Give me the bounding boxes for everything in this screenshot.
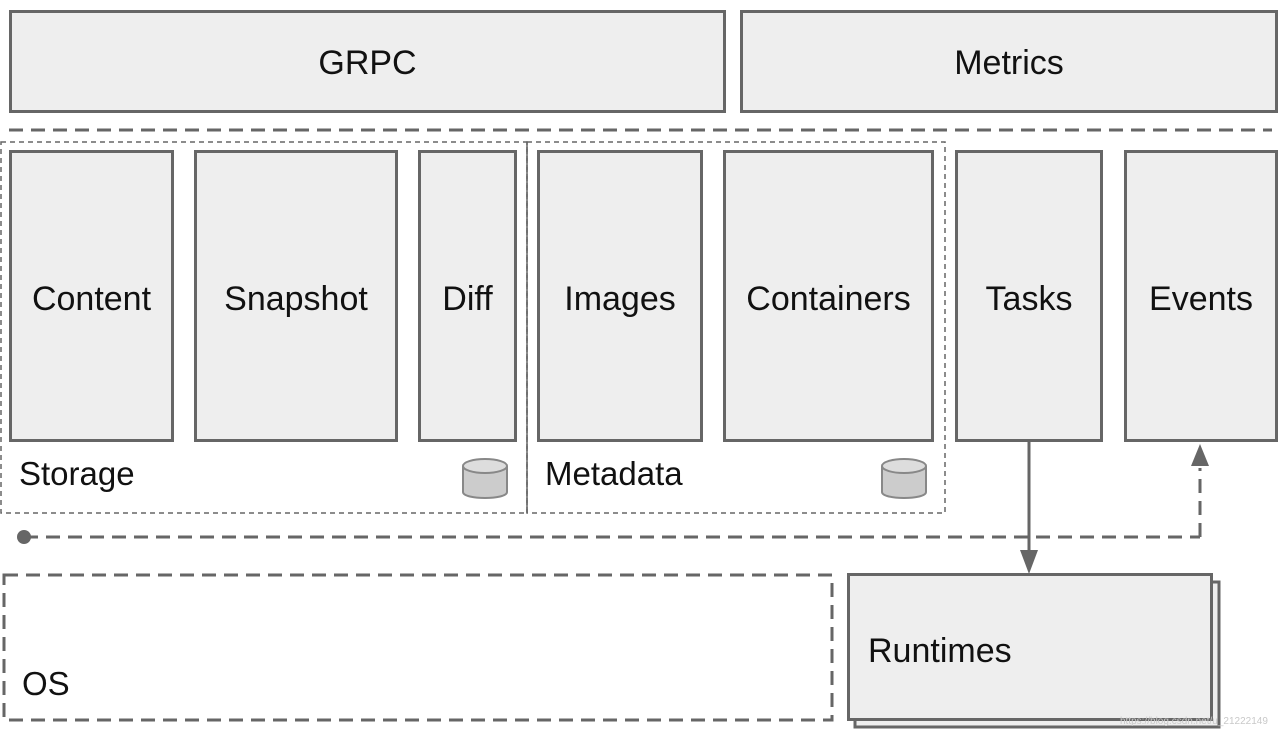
tasks-box: Tasks [955,150,1103,442]
diff-box: Diff [418,150,517,442]
tasks-runtimes-arrowhead [1020,550,1038,574]
metadata-database-icon [881,458,927,499]
images-label: Images [564,280,676,318]
grpc-label: GRPC [318,44,417,82]
images-box: Images [537,150,703,442]
runtimes-label: Runtimes [868,632,1012,670]
metrics-label: Metrics [954,44,1064,82]
watermark-text: https://blog.csdn.net/u_21222149 [1120,716,1268,727]
metadata-group-label: Metadata [545,455,683,492]
os-box-outline [2,573,834,722]
os-label: OS [22,665,70,702]
diff-label: Diff [442,280,493,318]
storage-database-icon [462,458,508,499]
events-box: Events [1124,150,1278,442]
storage-group-label: Storage [19,455,135,492]
runtimes-box: Runtimes [847,573,1213,721]
containers-label: Containers [746,280,911,318]
containers-box: Containers [723,150,934,442]
content-box: Content [9,150,174,442]
tasks-label: Tasks [985,280,1073,318]
snapshot-box: Snapshot [194,150,398,442]
grpc-box: GRPC [9,10,726,113]
events-label: Events [1149,280,1253,318]
snapshot-label: Snapshot [224,280,368,318]
content-label: Content [31,280,152,318]
metadata-group-outline [526,141,946,514]
events-arrowhead [1191,444,1209,466]
metrics-box: Metrics [740,10,1278,113]
